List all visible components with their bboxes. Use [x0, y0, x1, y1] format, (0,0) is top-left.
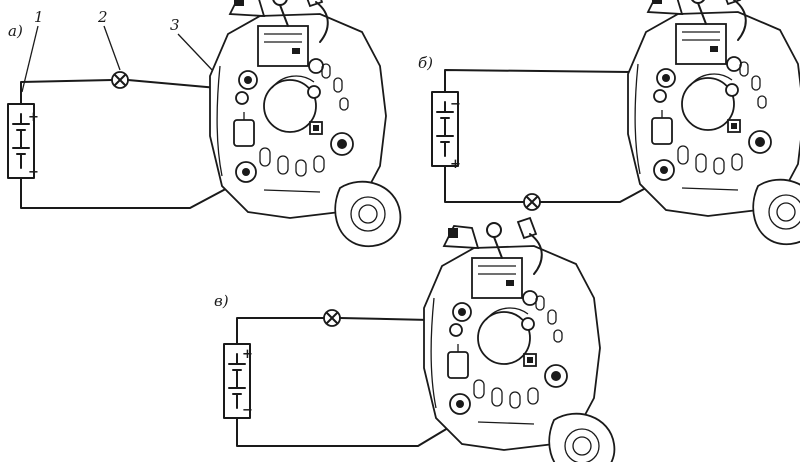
lamp-icon: [111, 71, 129, 89]
wire: [20, 175, 251, 209]
alternator-icon: [209, 0, 402, 248]
leader-line-3: [177, 33, 215, 73]
panel-b-label: б): [418, 54, 433, 72]
callout-2-label: 2: [97, 8, 108, 26]
panel-a: а) 1 2 3 + −: [7, 0, 402, 248]
wire: [444, 165, 525, 203]
lamp-icon: [323, 309, 341, 327]
wire: [444, 69, 651, 97]
panel-v: в) + −: [214, 217, 616, 462]
wire: [236, 317, 325, 345]
battery-minus-sign: −: [28, 165, 39, 180]
alternator-icon: [423, 217, 616, 462]
battery-plus-sign: +: [28, 110, 39, 125]
battery-plus-sign: +: [242, 347, 253, 362]
lamp-icon: [523, 193, 541, 211]
callout-3-label: 3: [170, 16, 180, 34]
leader-line-2: [103, 25, 121, 71]
panel-a-label: а): [8, 22, 23, 40]
panel-b: б) − +: [418, 0, 800, 246]
battery-minus-sign: −: [242, 403, 253, 418]
wire: [20, 79, 113, 105]
alternator-icon: [627, 0, 800, 246]
callout-1-label: 1: [34, 8, 44, 26]
battery-minus-sign: −: [450, 97, 461, 112]
battery-plus-sign: +: [450, 157, 461, 172]
panel-v-label: в): [214, 292, 229, 310]
